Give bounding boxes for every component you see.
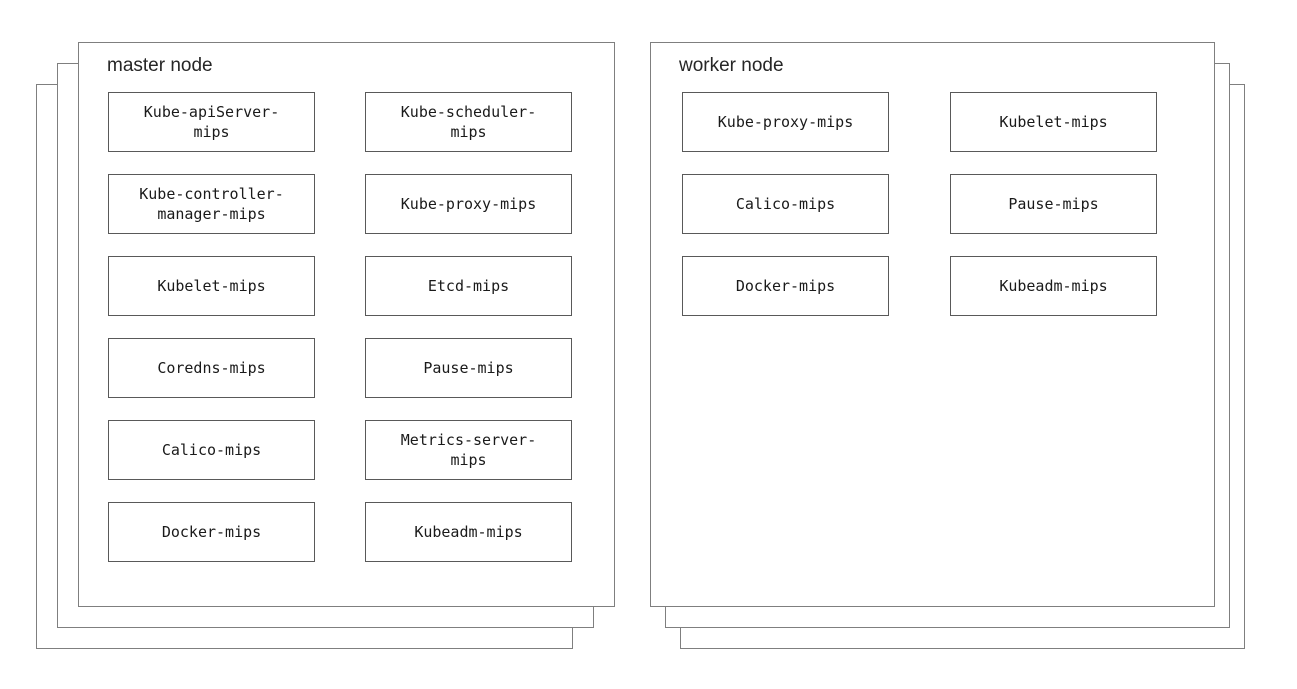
component-box-docker: Docker-mips [108, 502, 315, 562]
master-node-box: master node Kube-apiServer- mips Kube-sc… [78, 42, 615, 607]
component-box-calico: Calico-mips [682, 174, 889, 234]
component-label: Metrics-server- mips [400, 430, 537, 469]
component-box-pause: Pause-mips [365, 338, 572, 398]
component-label: Kube-proxy-mips [400, 194, 537, 213]
component-box-kubeadm: Kubeadm-mips [950, 256, 1157, 316]
component-box-kube-controller-manager: Kube-controller- manager-mips [108, 174, 315, 234]
component-label: Kubeadm-mips [414, 522, 523, 541]
component-box-metrics-server: Metrics-server- mips [365, 420, 572, 480]
component-box-kube-scheduler: Kube-scheduler- mips [365, 92, 572, 152]
worker-node-components: Kube-proxy-mips Kubelet-mips Calico-mips… [682, 92, 1157, 562]
master-node-components: Kube-apiServer- mips Kube-scheduler- mip… [108, 92, 572, 562]
component-box-kube-proxy: Kube-proxy-mips [365, 174, 572, 234]
component-box-kube-proxy: Kube-proxy-mips [682, 92, 889, 152]
component-label: Pause-mips [423, 358, 514, 377]
component-box-coredns: Coredns-mips [108, 338, 315, 398]
component-box-etcd: Etcd-mips [365, 256, 572, 316]
component-label: Docker-mips [161, 522, 262, 541]
component-box-docker: Docker-mips [682, 256, 889, 316]
component-label: Docker-mips [735, 276, 836, 295]
component-label: Pause-mips [1008, 194, 1099, 213]
component-label: Coredns-mips [157, 358, 266, 377]
component-box-kubelet: Kubelet-mips [950, 92, 1157, 152]
component-label: Kubelet-mips [999, 112, 1108, 131]
master-node-title: master node [107, 55, 213, 76]
component-label: Calico-mips [161, 440, 262, 459]
component-label: Kube-proxy-mips [717, 112, 854, 131]
worker-node-box: worker node Kube-proxy-mips Kubelet-mips… [650, 42, 1215, 607]
component-box-kube-apiserver: Kube-apiServer- mips [108, 92, 315, 152]
component-label: Kube-apiServer- mips [143, 102, 280, 141]
worker-node-title: worker node [679, 55, 784, 76]
component-label: Kubeadm-mips [999, 276, 1108, 295]
component-box-kubelet: Kubelet-mips [108, 256, 315, 316]
component-label: Kube-scheduler- mips [400, 102, 537, 141]
component-box-pause: Pause-mips [950, 174, 1157, 234]
component-box-kubeadm: Kubeadm-mips [365, 502, 572, 562]
component-label: Etcd-mips [427, 276, 510, 295]
component-label: Kube-controller- manager-mips [139, 184, 284, 223]
component-box-calico: Calico-mips [108, 420, 315, 480]
component-label: Calico-mips [735, 194, 836, 213]
component-label: Kubelet-mips [157, 276, 266, 295]
